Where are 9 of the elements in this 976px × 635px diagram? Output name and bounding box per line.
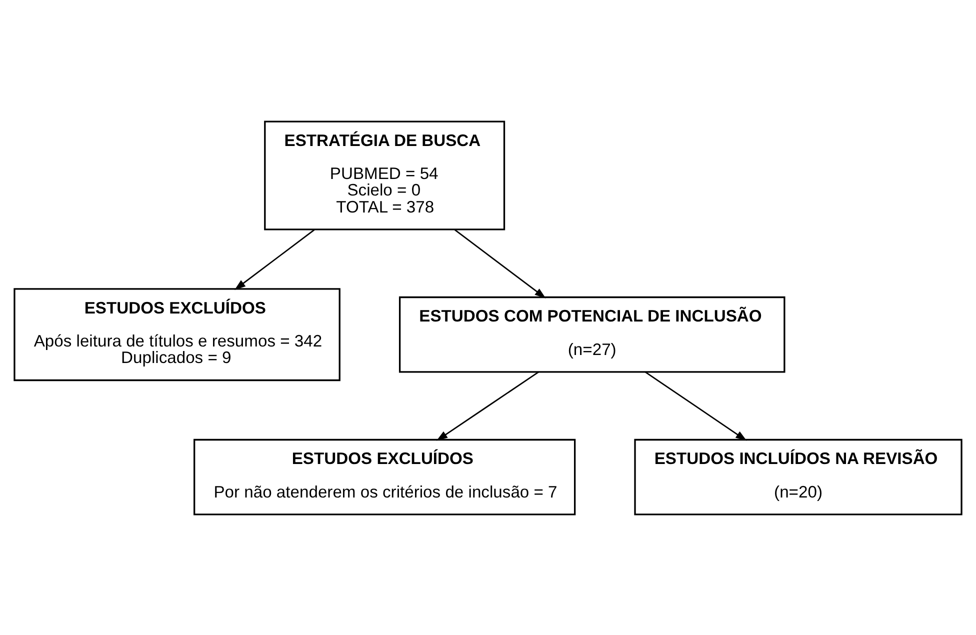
arrow <box>234 228 315 290</box>
node-box: ESTUDOS INCLUÍDOS NA REVISÃO (n=20) <box>634 438 962 515</box>
arrow <box>454 228 546 298</box>
node-box: ESTUDOS COM POTENCIAL DE INCLUSÃO (n=27) <box>398 296 786 372</box>
arrow <box>644 370 747 440</box>
node-box: ESTUDOS EXCLUÍDOS Após leitura de títulos e resumos = 342 Duplicados = 9 <box>14 288 340 381</box>
arrow <box>436 370 540 440</box>
node-box: ESTUDOS EXCLUÍDOS Por não atenderem os critérios de inclusão = 7 <box>194 438 576 515</box>
node-box: ESTRATÉGIA DE BUSCA PUBMED = 54 Scielo = 0 TOTAL = 378 <box>264 120 506 230</box>
